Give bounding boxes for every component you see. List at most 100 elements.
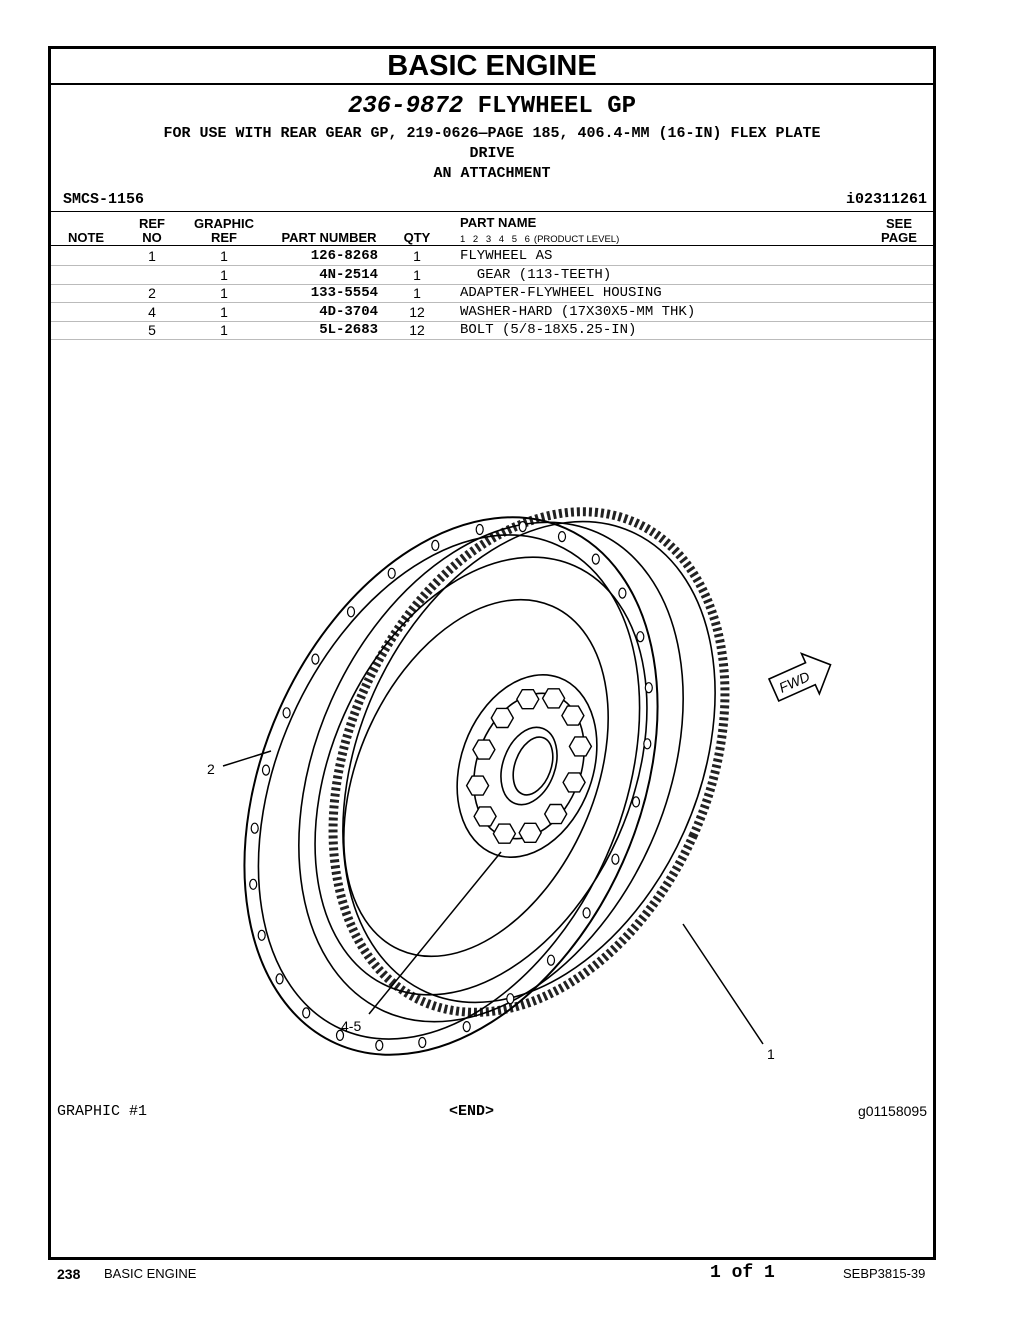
adapter-hole [282, 707, 291, 719]
group-number: 236-9872 [347, 93, 464, 120]
adapter-hole [249, 878, 258, 890]
adapter-hole [636, 631, 645, 643]
adapter-hole [475, 523, 484, 536]
part-number-cell: 4D-3704 [319, 303, 378, 320]
page-frame: BASIC ENGINE 236-9872 FLYWHEEL GP FOR US… [48, 46, 936, 1260]
col-see-page-bottom: PAGE [881, 230, 917, 245]
bolt-head [490, 707, 515, 729]
fwd-arrow-icon: FWD [767, 652, 832, 702]
adapter-hole [462, 1020, 471, 1033]
leader-line-1 [682, 923, 764, 1045]
adapter-hole [275, 973, 284, 985]
graphic-id: g01158095 [857, 1103, 927, 1119]
bolt-head [518, 822, 543, 843]
qty-cell: 1 [413, 248, 421, 264]
part-number-cell: 126-8268 [310, 248, 378, 264]
qty-cell: 12 [409, 303, 425, 320]
adapter-hole [618, 587, 627, 599]
flywheel-face [314, 556, 648, 996]
usage-note: FOR USE WITH REAR GEAR GP, 219-0626—PAGE… [91, 124, 893, 184]
qty-cell: 1 [413, 266, 421, 283]
graphic-ref-cell: 1 [220, 303, 228, 320]
adapter-outer [243, 516, 659, 1056]
row-divider [51, 339, 933, 340]
callout-4-5: 4-5 [341, 1018, 361, 1034]
product-levels: 1 2 3 4 5 6(PRODUCT LEVEL) [460, 234, 619, 245]
bolt-head [562, 772, 586, 793]
col-see-page-top: SEE [885, 216, 912, 231]
callout-2: 2 [207, 761, 215, 777]
col-graphic-ref: GRAPHIC REF [191, 217, 257, 245]
ref-no-cell: 5 [148, 322, 156, 338]
bolt-head [515, 688, 540, 710]
adapter-hole [387, 567, 396, 579]
graphic-ref-cell: 1 [220, 248, 228, 264]
doc-id: SEBP3815-39 [843, 1266, 926, 1281]
footer-section: BASIC ENGINE [104, 1266, 197, 1281]
bolt-head [492, 823, 517, 844]
col-see-page: SEE PAGE [871, 217, 927, 245]
adapter-hole [431, 539, 440, 552]
adapter-hole [582, 907, 591, 919]
flywheel-body [298, 521, 684, 1023]
page-of: 1 of 1 [710, 1263, 775, 1283]
section-title: BASIC ENGINE [51, 49, 933, 85]
adapter-hole [335, 1029, 345, 1042]
part-name-cell: BOLT (5/8-18X5.25-IN) [460, 322, 637, 338]
adapter-hole [346, 606, 356, 618]
col-graphic-ref-bottom: REF [211, 230, 237, 245]
adapter-hole [611, 853, 620, 865]
col-ref-no: REF NO [131, 217, 173, 245]
adapter-holes [249, 521, 653, 1052]
col-graphic-ref-top: GRAPHIC [194, 216, 254, 231]
part-number-cell: 133-5554 [310, 285, 378, 301]
page-number: 238 [57, 1266, 81, 1282]
pilot-bore-inner [512, 736, 554, 796]
adapter-hole [518, 521, 527, 533]
adapter-hole [546, 954, 556, 966]
ref-no-cell: 4 [148, 303, 156, 320]
end-marker: <END> [449, 1103, 495, 1120]
adapter-hole [257, 929, 266, 941]
ring-gear-teeth [328, 507, 730, 1017]
col-part-name: PART NAME [460, 215, 537, 230]
part-name-cell: FLYWHEEL AS [460, 248, 553, 264]
col-part-number: PART NUMBER [281, 230, 377, 245]
adapter-hole [644, 682, 653, 694]
part-name-cell: WASHER-HARD (17X30X5-MM THK) [460, 303, 696, 320]
flywheel-illustration: 2 4-5 1 FWD [207, 507, 832, 1062]
row-divider [51, 265, 933, 266]
info-id: i02311261 [845, 191, 927, 208]
usage-line-1: FOR USE WITH REAR GEAR GP, 219-0626—PAGE… [163, 125, 821, 142]
ring-gear-inner [342, 520, 716, 1004]
part-number-cell: 5L-2683 [319, 322, 378, 338]
pilot-bore [500, 726, 558, 806]
bolt-head [465, 775, 490, 796]
callout-1: 1 [767, 1046, 775, 1062]
adapter-hole [261, 764, 271, 776]
col-ref-no-bottom: NO [142, 230, 162, 245]
adapter-hole [506, 993, 515, 1005]
adapter-hole [631, 796, 641, 808]
graphic-ref-cell: 1 [220, 266, 228, 283]
adapter-hole [375, 1039, 384, 1052]
row-divider [51, 302, 933, 303]
adapter-hole [250, 822, 259, 834]
adapter-hole [311, 653, 320, 665]
header-rule [51, 245, 933, 246]
qty-cell: 12 [409, 322, 425, 338]
divider [51, 211, 933, 212]
level-numbers: 1 2 3 4 5 6 [460, 234, 530, 245]
bolt-head [472, 739, 496, 760]
col-qty: QTY [403, 230, 431, 245]
part-name-cell: ADAPTER-FLYWHEEL HOUSING [460, 285, 662, 301]
part-name-cell: GEAR (113-TEETH) [460, 266, 612, 283]
row-divider [51, 283, 933, 285]
adapter-inner [257, 534, 641, 1040]
table-row: 4 1 4D-3704 12 WASHER-HARD (17X30X5-MM THK) [51, 303, 933, 321]
flywheel-recess [343, 598, 609, 958]
usage-line-2: DRIVE [469, 145, 515, 162]
graphic-label: GRAPHIC #1 [57, 1103, 148, 1120]
